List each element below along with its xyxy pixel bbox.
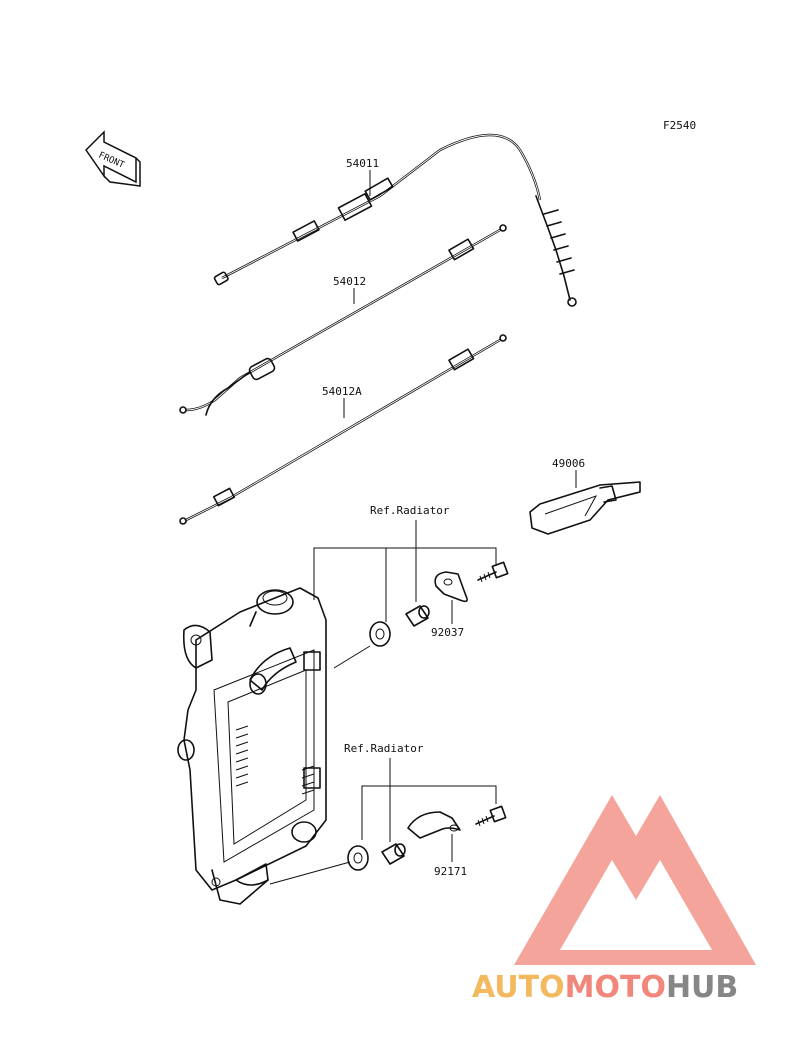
radiator-core-fins [235, 725, 315, 795]
clamp-bottom-part [407, 811, 461, 839]
radiator-ref-top-label: Ref.Radiator [370, 504, 450, 517]
radiator-ref-bottom-label: Ref.Radiator [344, 742, 424, 755]
watermark-word-auto: AUTO [472, 970, 565, 1005]
collar-bottom [381, 843, 406, 865]
svg-text:AUTOMOTOHUB: AUTOMOTOHUB [472, 970, 738, 1005]
watermark-triangle-icon [514, 795, 756, 965]
part-54012A-label: 54012A [322, 385, 362, 398]
bolt-top [477, 561, 509, 583]
part-49006-label: 49006 [552, 457, 585, 470]
watermark-logo: AUTOMOTOHUB [472, 795, 756, 1005]
radiator-part [177, 587, 327, 905]
radiator-ref-bottom-bracket [269, 758, 497, 885]
part-92037-label: 92037 [431, 626, 464, 639]
part-54011-label: 54011 [346, 157, 379, 170]
diagram-code: F2540 [663, 119, 696, 132]
throttle-cable-close [179, 334, 507, 525]
bolt-bottom [475, 805, 507, 827]
watermark-word-moto: MOTO [565, 970, 666, 1005]
part-92171-label: 92171 [434, 865, 467, 878]
grommet-top [333, 621, 391, 669]
collar-top [405, 605, 430, 627]
cable-guide-part [529, 481, 641, 535]
part-54012-label: 54012 [333, 275, 366, 288]
throttle-cable-open [179, 224, 507, 416]
clutch-cable [213, 133, 577, 307]
radiator-ref-top-bracket [313, 520, 497, 622]
watermark-word-hub: HUB [666, 970, 738, 1005]
grommet-bottom [347, 845, 369, 871]
clamp-top-part [434, 571, 468, 603]
front-arrow-icon: FRONT [85, 130, 141, 187]
